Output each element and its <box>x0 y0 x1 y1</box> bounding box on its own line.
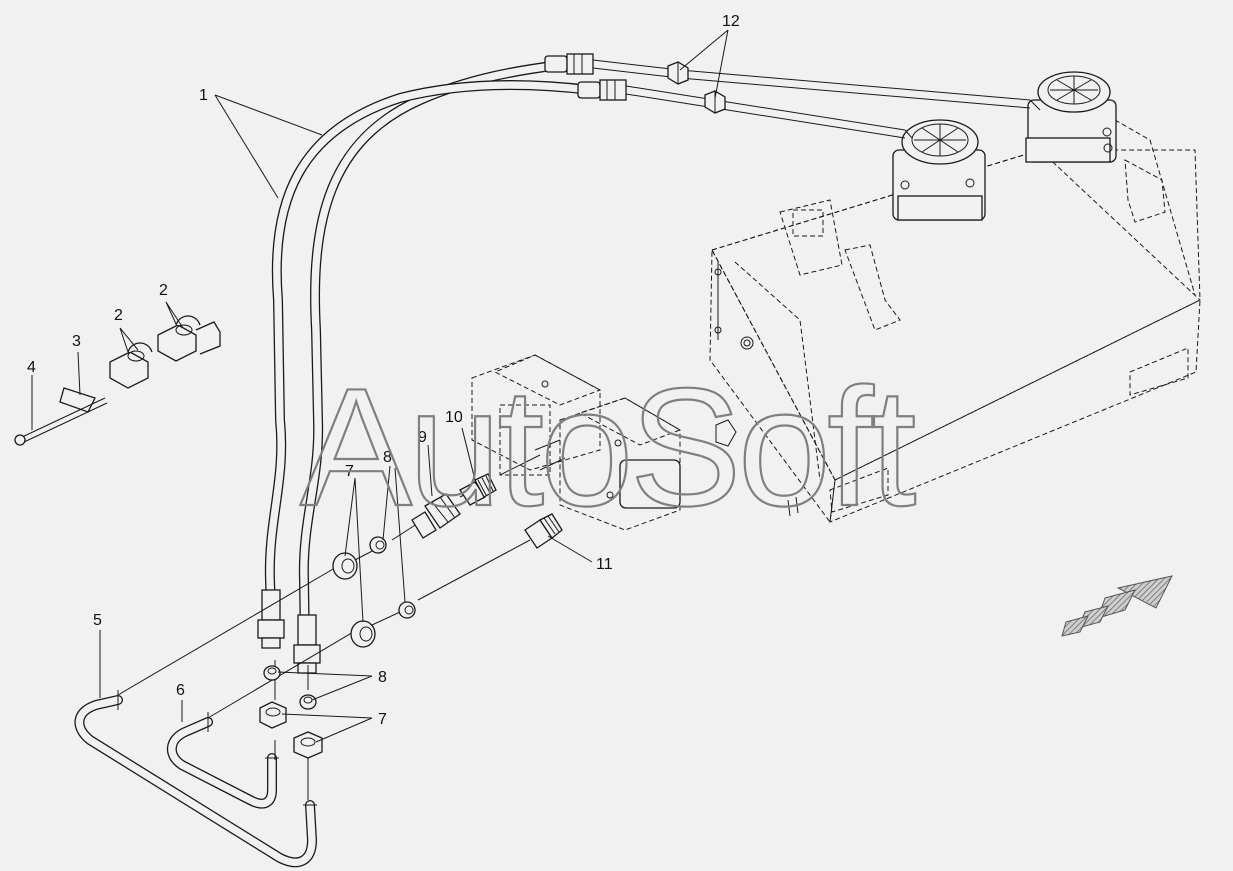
nut-7-d <box>293 731 323 759</box>
nut-7-lower <box>350 620 376 648</box>
callout-3: 3 <box>72 333 81 350</box>
adapter-9 <box>411 493 461 539</box>
forward-direction-arrow-icon <box>1061 575 1173 637</box>
callout-5: 5 <box>93 612 102 629</box>
callout-11: 11 <box>596 556 613 573</box>
callout-7-upper: 7 <box>345 463 354 480</box>
ring-8-b <box>398 601 416 619</box>
callout-10: 10 <box>445 409 463 426</box>
leader-lines <box>31 29 729 743</box>
hose-end-fitting-upper <box>544 53 627 101</box>
callout-8-upper: 8 <box>383 449 392 466</box>
callout-8-lower: 8 <box>378 669 387 686</box>
callout-1: 1 <box>199 87 208 104</box>
nut-7-upper <box>332 552 358 580</box>
bolt-4 <box>14 397 108 446</box>
ring-8-a <box>369 536 387 554</box>
nut-7-c <box>259 701 287 729</box>
callout-7-lower: 7 <box>378 711 387 728</box>
clamp-2-b <box>157 315 221 362</box>
filter-cap-right <box>1025 71 1117 163</box>
hose-pair <box>264 60 595 655</box>
pipe-clamp-12 <box>667 61 726 114</box>
tube-5 <box>74 690 318 868</box>
tank-assembly <box>709 119 1201 524</box>
watermark-text: AutoSoft <box>300 353 916 541</box>
callout-2-upper: 2 <box>159 282 168 299</box>
callout-9: 9 <box>418 429 427 446</box>
callout-2-lower: 2 <box>114 307 123 324</box>
callout-12: 12 <box>722 13 740 30</box>
callout-6: 6 <box>176 682 185 699</box>
callout-labels: 1 2 2 3 4 5 6 7 7 8 8 9 10 11 12 <box>27 13 740 728</box>
ring-8-d <box>299 694 317 710</box>
hose-end-fitting-lower <box>257 589 321 674</box>
union-11 <box>524 513 563 549</box>
filter-cap-left <box>892 119 986 221</box>
plate-3 <box>59 387 96 413</box>
steel-lines-to-tank <box>592 59 1041 139</box>
tube-6 <box>166 712 279 809</box>
clamp-2-a <box>109 342 153 389</box>
callout-4: 4 <box>27 359 36 376</box>
ring-8-c <box>263 665 281 681</box>
valve-block <box>471 354 682 531</box>
union-10 <box>459 473 497 506</box>
